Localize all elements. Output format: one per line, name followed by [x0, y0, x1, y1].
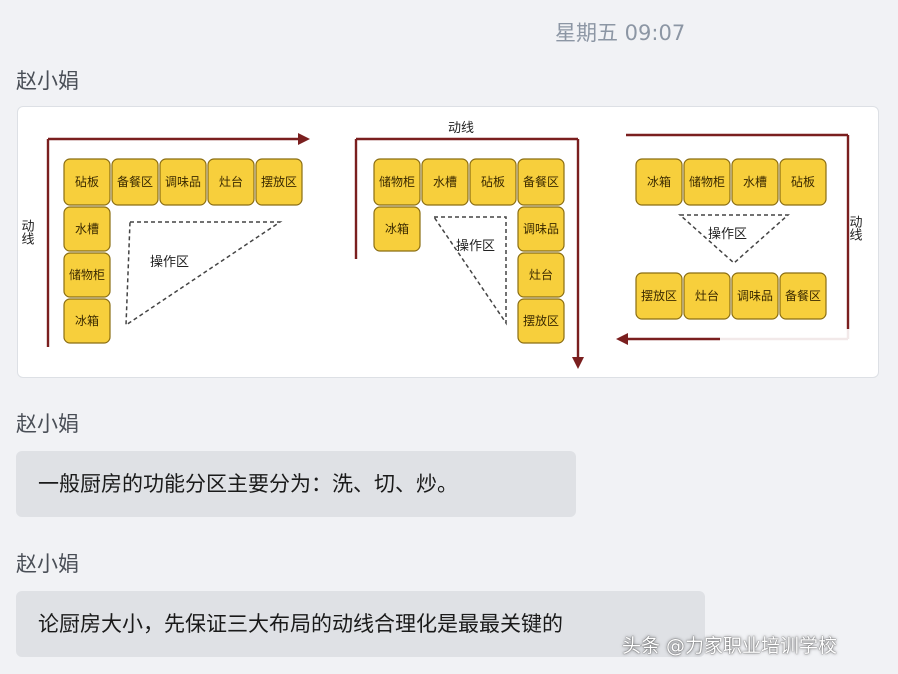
svg-text:水槽: 水槽 — [433, 175, 457, 189]
storage-box: 摆放区 — [517, 298, 565, 344]
storage-box: 水槽 — [421, 158, 469, 206]
storage-box: 摆放区 — [635, 272, 683, 320]
watermark: 头条 @力家职业培训学校 — [622, 635, 838, 657]
layout-l-shape: 动线 砧板 备餐区 调味品 灶台 摆放区 水槽 储物柜 冰箱 操作区 — [19, 133, 310, 347]
svg-text:冰箱: 冰箱 — [75, 313, 99, 328]
svg-text:调味品: 调味品 — [523, 222, 559, 236]
image-blur-patch — [720, 329, 852, 353]
storage-box: 灶台 — [207, 158, 255, 206]
flow-label: 动线 — [448, 121, 474, 136]
storage-box: 备餐区 — [517, 158, 565, 206]
storage-box: 调味品 — [731, 272, 779, 320]
svg-text:备餐区: 备餐区 — [785, 288, 821, 303]
svg-text:砧板: 砧板 — [481, 175, 505, 189]
storage-box: 灶台 — [683, 272, 731, 320]
storage-box: 备餐区 — [111, 158, 159, 206]
storage-box: 水槽 — [63, 206, 111, 252]
work-zone-label: 操作区 — [150, 254, 189, 270]
timestamp: 星期五 09:07 — [555, 21, 686, 45]
svg-text:冰箱: 冰箱 — [385, 221, 409, 236]
layout-u-shape: 动线 储物柜 水槽 砧板 备餐区 冰箱 调味品 灶台 摆放区 操作区 — [354, 121, 584, 369]
storage-box: 调味品 — [159, 158, 207, 206]
storage-box: 砧板 — [779, 158, 827, 206]
message-bubble[interactable]: 一般厨房的功能分区主要分为：洗、切、炒。 — [16, 451, 576, 517]
flow-label: 动线 — [19, 219, 35, 245]
sender-name[interactable]: 赵小娟 — [16, 69, 79, 93]
work-zone-label: 操作区 — [456, 238, 495, 254]
work-zone-label: 操作区 — [708, 226, 747, 242]
svg-text:水槽: 水槽 — [75, 222, 99, 236]
svg-text:砧板: 砧板 — [791, 175, 815, 189]
storage-box: 储物柜 — [373, 158, 421, 206]
storage-box: 备餐区 — [779, 272, 827, 320]
storage-box: 冰箱 — [63, 298, 111, 344]
image-message[interactable]: 动线 砧板 备餐区 调味品 灶台 摆放区 水槽 储物柜 冰箱 操作区 动线 储物… — [17, 106, 879, 378]
svg-text:调味品: 调味品 — [165, 175, 201, 189]
svg-text:砧板: 砧板 — [75, 175, 99, 189]
layout-parallel: 动线 冰箱 储物柜 水槽 砧板 摆放区 灶台 调味品 备餐区 操作区 — [616, 133, 863, 353]
svg-text:调味品: 调味品 — [737, 289, 773, 303]
storage-box: 水槽 — [731, 158, 779, 206]
svg-text:摆放区: 摆放区 — [641, 288, 677, 303]
sender-name[interactable]: 赵小娟 — [16, 412, 79, 436]
flow-label: 动线 — [847, 215, 863, 241]
storage-box: 储物柜 — [63, 252, 111, 298]
svg-text:摆放区: 摆放区 — [261, 174, 297, 189]
svg-text:摆放区: 摆放区 — [523, 313, 559, 328]
svg-text:冰箱: 冰箱 — [647, 174, 671, 189]
svg-text:储物柜: 储物柜 — [379, 174, 415, 189]
storage-box: 灶台 — [517, 252, 565, 298]
storage-box: 冰箱 — [635, 158, 683, 206]
storage-box: 储物柜 — [683, 158, 731, 206]
svg-text:水槽: 水槽 — [743, 175, 767, 189]
message-bubble[interactable]: 论厨房大小，先保证三大布局的动线合理化是最最关键的 — [16, 591, 705, 657]
svg-text:灶台: 灶台 — [695, 288, 719, 303]
svg-text:储物柜: 储物柜 — [69, 267, 105, 282]
storage-box: 砧板 — [469, 158, 517, 206]
svg-text:备餐区: 备餐区 — [117, 174, 153, 189]
svg-text:备餐区: 备餐区 — [523, 174, 559, 189]
storage-box: 砧板 — [63, 158, 111, 206]
svg-text:储物柜: 储物柜 — [689, 174, 725, 189]
svg-text:灶台: 灶台 — [529, 267, 553, 282]
storage-box: 调味品 — [517, 206, 565, 252]
storage-box: 摆放区 — [255, 158, 303, 206]
sender-name[interactable]: 赵小娟 — [16, 552, 79, 576]
svg-text:灶台: 灶台 — [219, 174, 243, 189]
kitchen-layout-diagram: 动线 砧板 备餐区 调味品 灶台 摆放区 水槽 储物柜 冰箱 操作区 动线 储物… — [19, 121, 863, 369]
storage-box: 冰箱 — [373, 206, 421, 252]
